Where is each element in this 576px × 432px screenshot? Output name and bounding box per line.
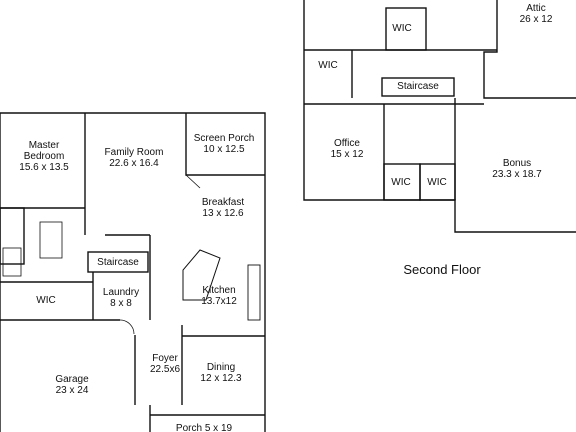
room-label-screen-porch: Screen Porch 10 x 12.5 [193,133,255,155]
kitchen-island [182,249,221,301]
room-label-garage: Garage 23 x 24 [55,374,89,396]
kitchen-counter [247,264,261,321]
room-label-master-bedroom: Master Bedroom 15.6 x 13.5 [19,140,69,173]
bath-block [0,207,25,265]
room-label-wic-left: WIC [318,60,338,71]
room-label-attic: Attic 26 x 12 [519,3,553,25]
room-label-breakfast: Breakfast 13 x 12.6 [201,197,245,219]
laundry-door [119,319,135,335]
room-label-wic-b: WIC [427,177,447,188]
screen-porch-door [185,174,201,189]
second-floor-outer-wall [303,0,576,233]
second-floor-walls [303,0,576,233]
first-floor-walls [0,112,266,432]
first-floor-top-wall [0,112,266,432]
room-label-family-room: Family Room 22.6 x 16.4 [104,147,164,169]
tub [2,247,22,277]
second-floor-caption: Second Floor [403,262,481,277]
room-label-laundry: Laundry 8 x 8 [102,287,140,309]
room-label-foyer: Foyer 22.5x6 [149,353,181,375]
room-label-bonus: Bonus 23.3 x 18.7 [492,158,542,180]
room-label-staircase: Staircase [97,257,139,268]
room-label-wic-top: WIC [392,23,412,34]
shower [39,221,63,259]
room-label-staircase-2: Staircase [397,81,439,92]
room-label-dining: Dining 12 x 12.3 [200,362,242,384]
room-label-wic: WIC [36,295,56,306]
staircase-box [87,251,149,273]
staircase-2-box [381,77,455,97]
room-label-wic-a: WIC [391,177,411,188]
room-label-office: Office 15 x 12 [330,138,364,160]
room-label-kitchen: Kitchen 13.7x12 [201,285,237,307]
attic-wall [483,0,576,99]
room-label-porch: Porch 5 x 19 [175,423,233,432]
